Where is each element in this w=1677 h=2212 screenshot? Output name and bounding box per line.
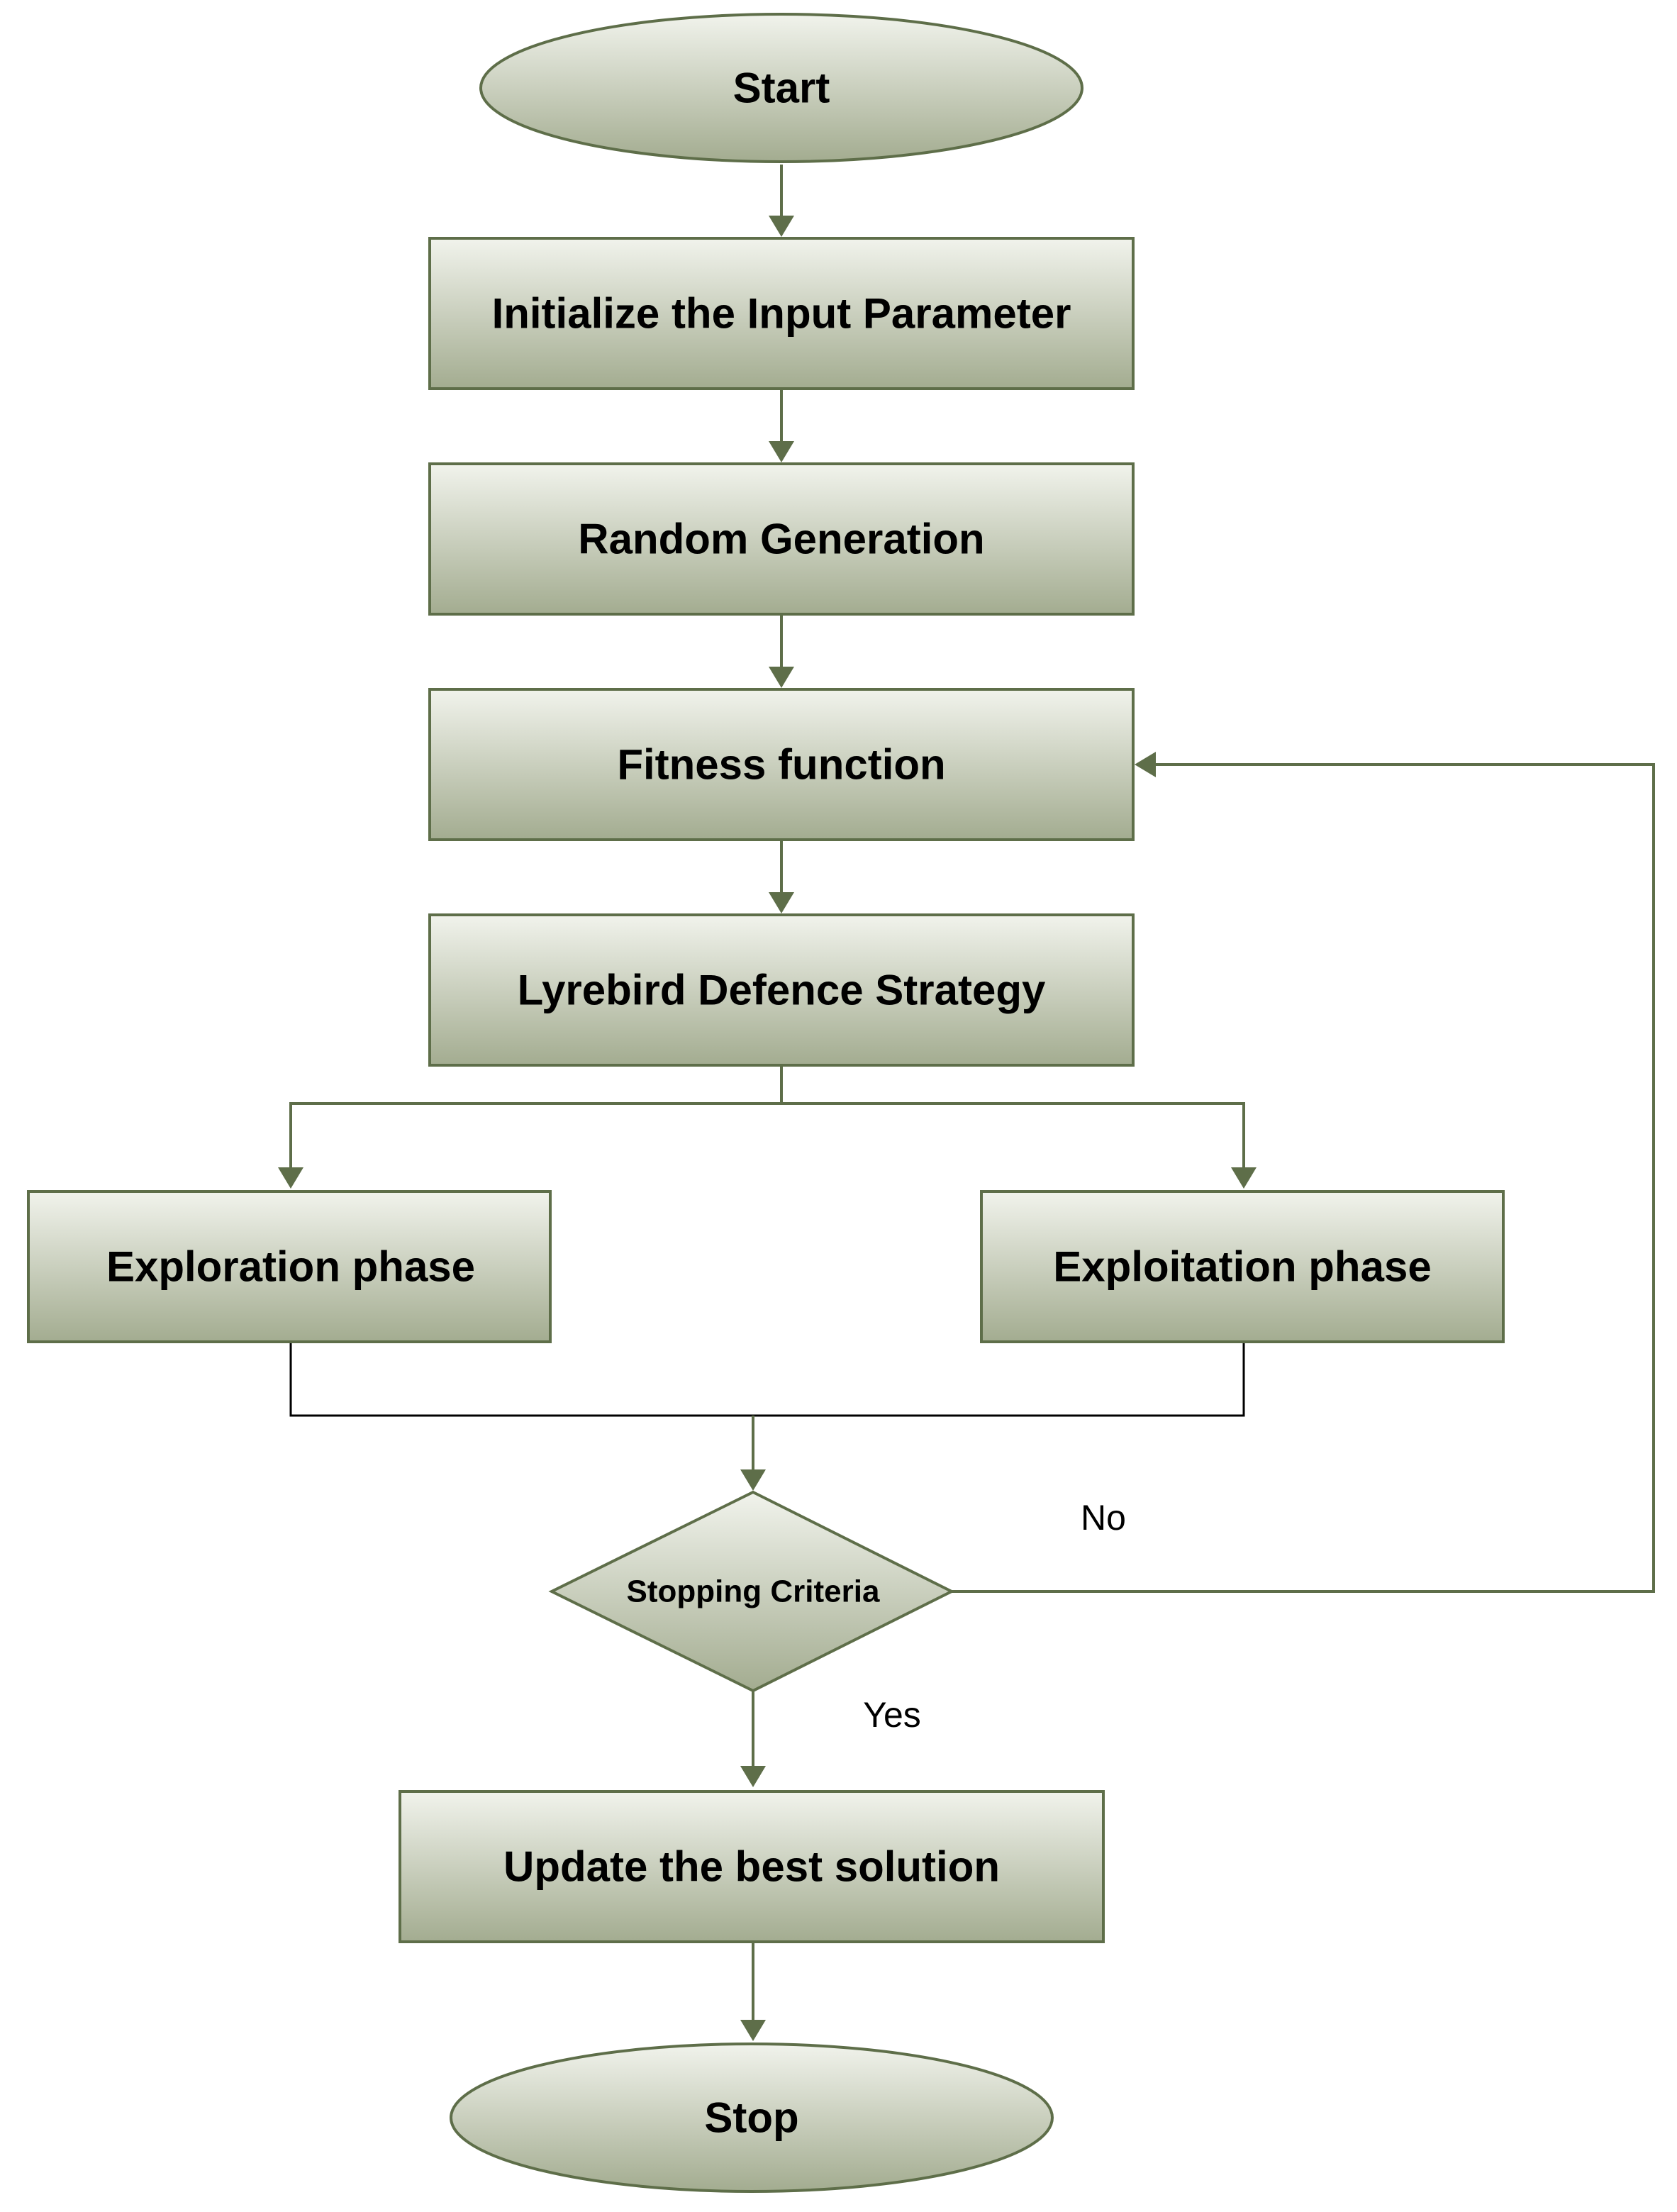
arrow-split-to-exploitation	[781, 1102, 1245, 1183]
start-ellipse	[479, 13, 1083, 163]
arrowhead-no-loop	[1135, 752, 1156, 777]
node-fitness: Fitness function	[428, 688, 1135, 841]
stop-label: Stop	[704, 2094, 798, 2142]
arrowhead-update	[740, 1766, 766, 1787]
exploitation-label: Exploitation phase	[1053, 1243, 1431, 1291]
node-stopping-criteria: Stopping Criteria	[548, 1490, 955, 1693]
arrowhead-fitness	[769, 667, 794, 688]
node-stop: Stop	[450, 2043, 1054, 2193]
node-initialize: Initialize the Input Parameter	[428, 237, 1135, 390]
arrowhead-stopping	[740, 1469, 766, 1491]
exploitation-box	[980, 1190, 1505, 1343]
node-start: Start	[479, 13, 1083, 163]
start-label: Start	[733, 65, 830, 112]
arrow-split-to-exploration	[289, 1102, 781, 1183]
arrowhead-initialize	[769, 216, 794, 237]
stopping-diamond	[548, 1490, 955, 1693]
stopping-label: Stopping Criteria	[627, 1574, 880, 1609]
update-label: Update the best solution	[503, 1843, 1000, 1891]
stop-ellipse	[450, 2043, 1054, 2193]
arrow-no-loop	[952, 763, 1655, 1593]
edge-label-no: No	[1081, 1498, 1126, 1538]
arrowhead-exploitation	[1231, 1167, 1257, 1189]
merge-line	[289, 1342, 1245, 1417]
lyrebird-label: Lyrebird Defence Strategy	[518, 967, 1046, 1014]
initialize-box	[428, 237, 1135, 390]
random-generation-label: Random Generation	[578, 516, 984, 563]
random-generation-box	[428, 462, 1135, 616]
edge-label-yes: Yes	[863, 1695, 921, 1735]
update-box	[399, 1790, 1105, 1943]
arrowhead-exploration	[278, 1167, 303, 1189]
exploration-box	[27, 1190, 552, 1343]
fitness-box	[428, 688, 1135, 841]
initialize-label: Initialize the Input Parameter	[492, 290, 1071, 338]
connectors	[278, 165, 1655, 2041]
node-lyrebird: Lyrebird Defence Strategy	[428, 913, 1135, 1067]
node-update: Update the best solution	[399, 1790, 1105, 1943]
arrowhead-stop	[740, 2020, 766, 2041]
lyrebird-box	[428, 913, 1135, 1067]
arrowhead-random	[769, 441, 794, 462]
fitness-label: Fitness function	[617, 741, 945, 789]
arrowhead-lyrebird	[769, 892, 794, 913]
node-exploitation: Exploitation phase	[980, 1190, 1505, 1343]
node-exploration: Exploration phase	[27, 1190, 552, 1343]
node-random-generation: Random Generation	[428, 462, 1135, 616]
exploration-label: Exploration phase	[106, 1243, 475, 1291]
